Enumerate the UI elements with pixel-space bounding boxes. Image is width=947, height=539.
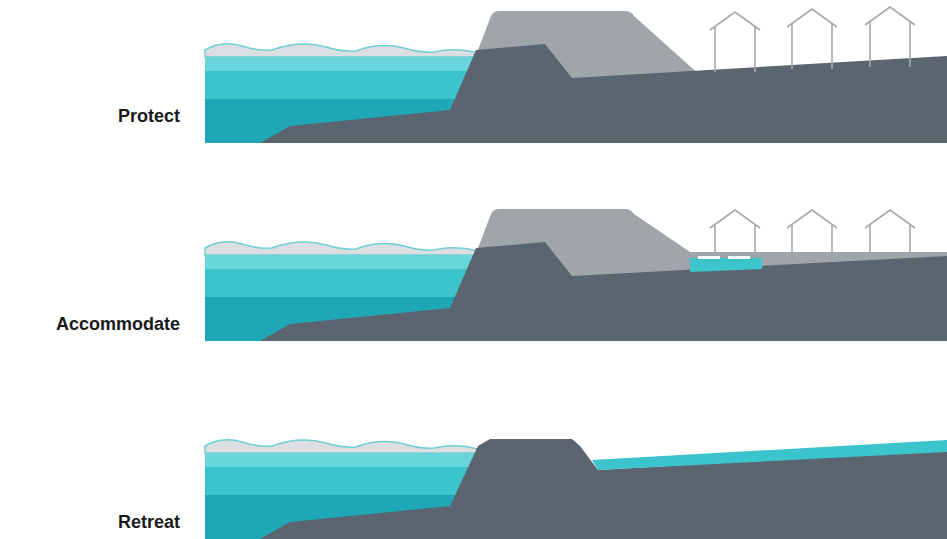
ground: [260, 439, 947, 539]
panel-label: Retreat: [118, 512, 180, 534]
house: [787, 210, 837, 252]
house: [787, 9, 837, 69]
house: [710, 210, 760, 252]
stilt: [698, 256, 720, 259]
house: [710, 12, 760, 72]
retreat-panel: [205, 439, 947, 539]
accommodate-panel: [205, 209, 947, 341]
house: [865, 7, 915, 67]
flood-pool: [690, 258, 762, 272]
panel-label: Accommodate: [56, 314, 180, 336]
flooded-land: [592, 440, 947, 470]
house: [865, 210, 915, 252]
panel-label: Protect: [118, 106, 180, 128]
ground: [260, 44, 947, 143]
stilt: [728, 256, 750, 259]
ground: [260, 242, 947, 341]
protect-panel: [205, 7, 947, 143]
